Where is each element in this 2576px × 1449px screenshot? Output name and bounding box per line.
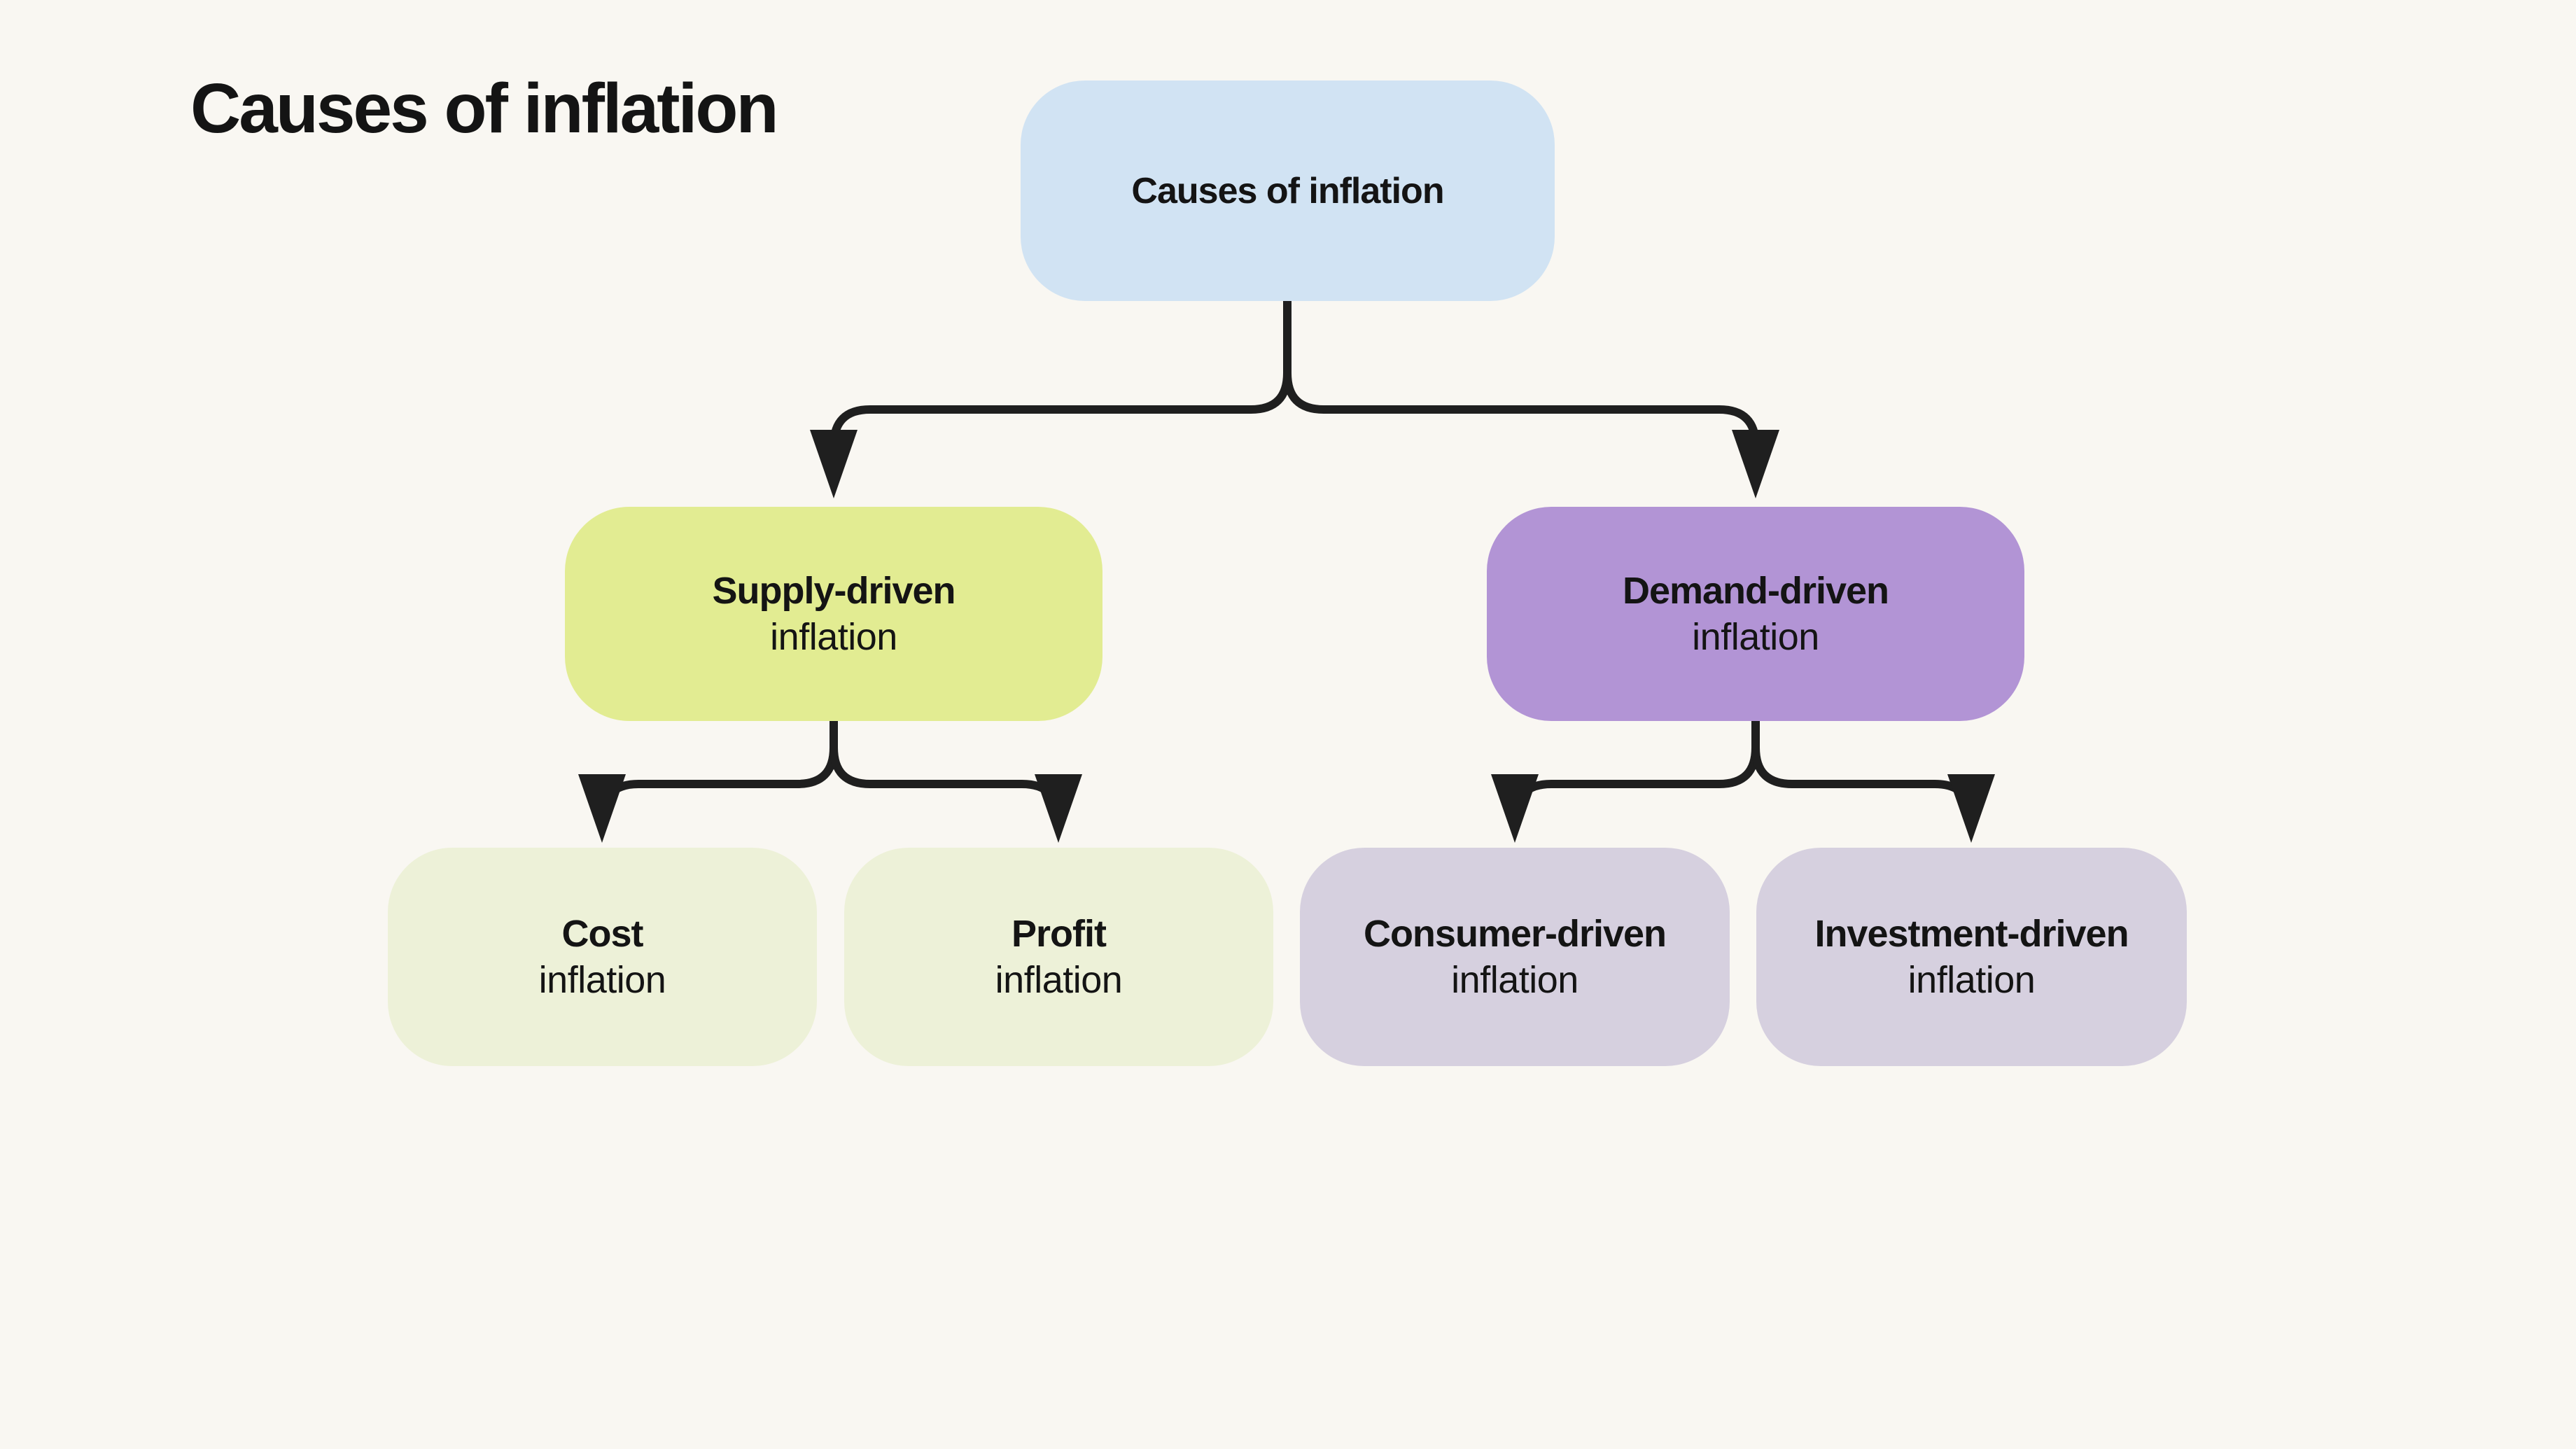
- edge-demand-to-investment: [1751, 715, 1975, 830]
- edge-demand-to-consumer: [1511, 715, 1760, 830]
- node-supply-driven-label: Supply-driven: [712, 570, 955, 612]
- node-demand-driven-sublabel: inflation: [1692, 616, 1819, 658]
- node-profit-label: Profit: [1011, 913, 1107, 955]
- node-causes-of-inflation-label: Causes of inflation: [1131, 170, 1444, 211]
- node-investment-driven-sublabel: inflation: [1907, 959, 2036, 1001]
- edge-root-to-demand: [1283, 295, 1760, 456]
- node-investment-driven-label: Investment-driven: [1814, 913, 2129, 955]
- arrowhead-demand-to-consumer: [1491, 774, 1539, 843]
- node-investment-driven-inflation: Investment-driven inflation: [1756, 848, 2187, 1066]
- node-cost-label: Cost: [561, 913, 644, 955]
- arrowhead-supply-to-profit: [1035, 774, 1082, 843]
- edge-root-to-supply: [830, 295, 1292, 456]
- node-demand-driven-label: Demand-driven: [1622, 570, 1889, 612]
- arrowhead-root-to-demand: [1732, 430, 1779, 498]
- page-title: Causes of inflation: [190, 69, 779, 148]
- node-consumer-driven-inflation: Consumer-driven inflation: [1300, 848, 1730, 1066]
- node-demand-driven-inflation: Demand-driven inflation: [1487, 507, 2024, 721]
- node-cost-sublabel: inflation: [538, 959, 666, 1001]
- node-consumer-driven-label: Consumer-driven: [1363, 913, 1667, 955]
- arrowhead-supply-to-cost: [578, 774, 626, 843]
- node-supply-driven-inflation: Supply-driven inflation: [565, 507, 1102, 721]
- node-causes-of-inflation: Causes of inflation: [1021, 80, 1555, 301]
- arrowhead-root-to-supply: [810, 430, 858, 498]
- node-cost-inflation: Cost inflation: [388, 848, 817, 1066]
- node-profit-sublabel: inflation: [995, 959, 1123, 1001]
- node-profit-inflation: Profit inflation: [844, 848, 1273, 1066]
- arrowhead-demand-to-investment: [1947, 774, 1995, 843]
- edge-supply-to-cost: [598, 715, 838, 830]
- node-consumer-driven-sublabel: inflation: [1451, 959, 1578, 1001]
- node-supply-driven-sublabel: inflation: [770, 616, 897, 658]
- edge-supply-to-profit: [830, 715, 1063, 830]
